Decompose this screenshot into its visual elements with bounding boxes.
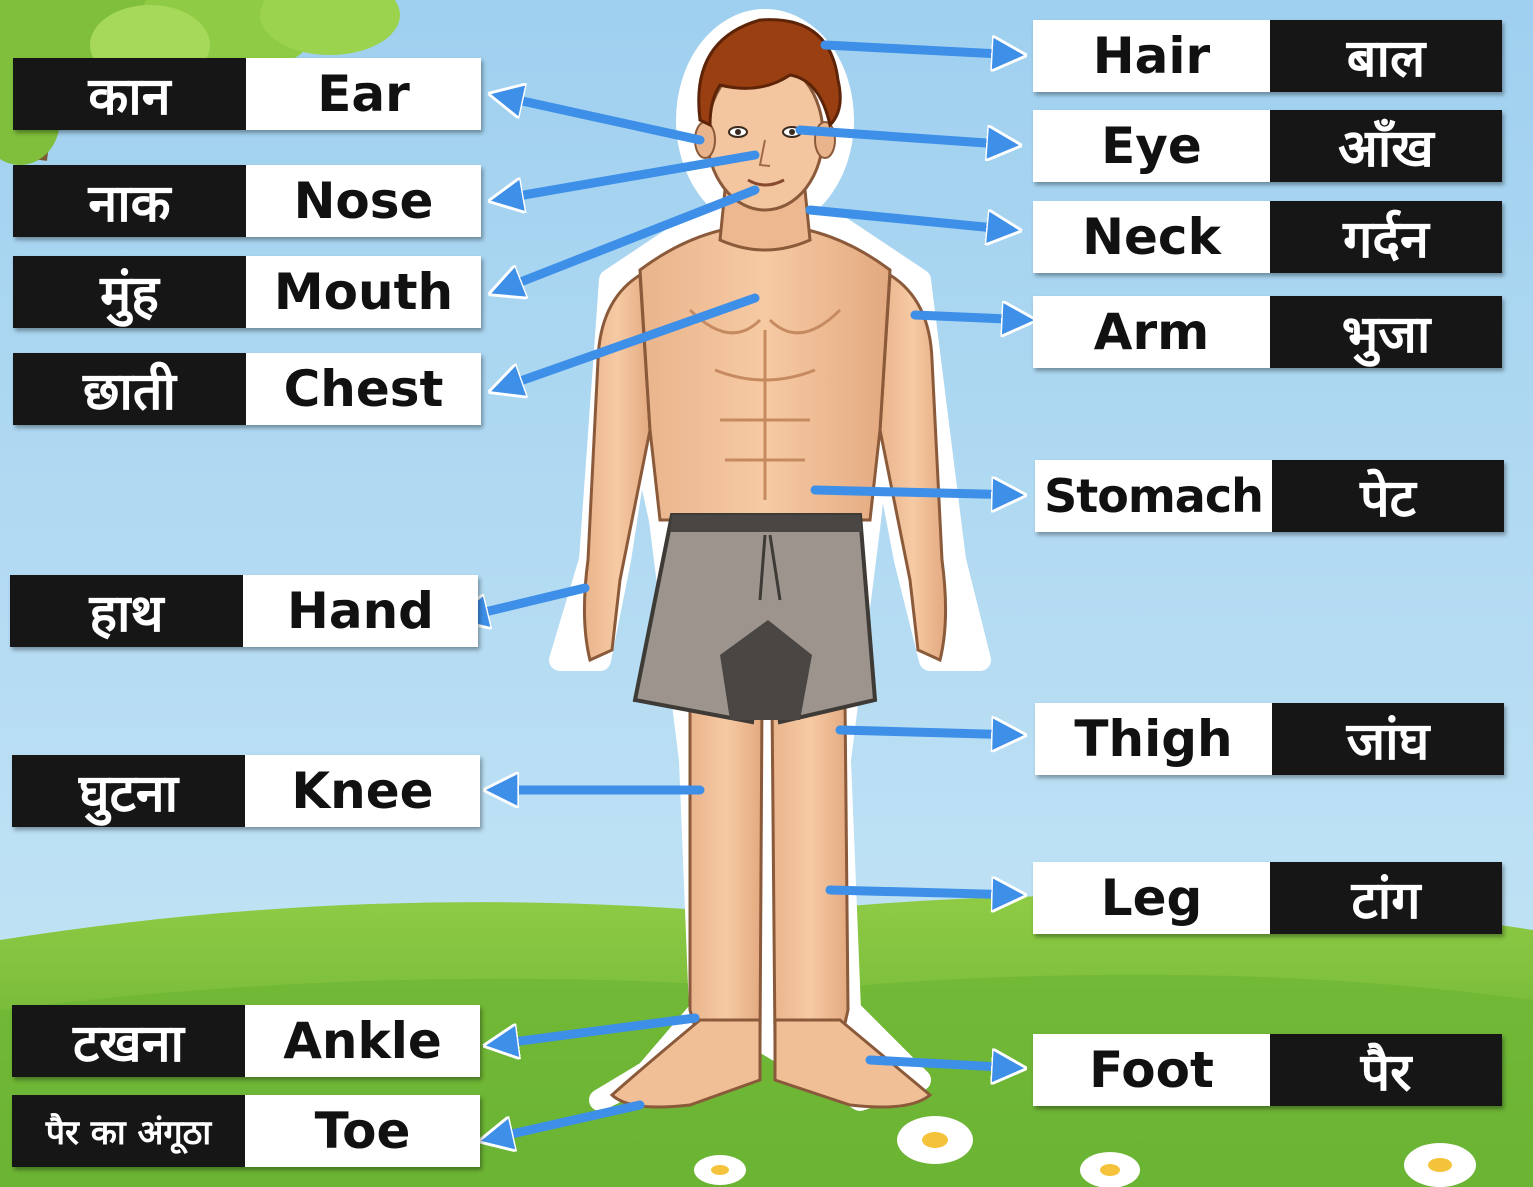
hindi-word: आँख [1270, 110, 1502, 182]
label-nose: नाक Nose [13, 165, 481, 237]
hindi-word: नाक [13, 165, 246, 237]
english-word: Hand [243, 575, 478, 647]
english-word: Mouth [246, 256, 481, 328]
english-word: Chest [246, 353, 481, 425]
hindi-word: पैर का अंगूठा [12, 1095, 245, 1167]
english-word: Nose [246, 165, 481, 237]
english-word: Ankle [245, 1005, 480, 1077]
english-word: Stomach [1035, 460, 1272, 532]
hindi-word: पैर [1270, 1034, 1502, 1106]
label-thigh: Thigh जांघ [1035, 703, 1504, 775]
hindi-word: जांघ [1272, 703, 1504, 775]
english-word: Eye [1033, 110, 1270, 182]
label-leg: Leg टांग [1033, 862, 1502, 934]
label-toe: पैर का अंगूठा Toe [12, 1095, 480, 1167]
english-word: Knee [245, 755, 480, 827]
hindi-word: कान [13, 58, 246, 130]
english-word: Hair [1033, 20, 1270, 92]
label-chest: छाती Chest [13, 353, 481, 425]
english-word: Thigh [1035, 703, 1272, 775]
arrow-thigh [840, 730, 1020, 735]
hindi-word: भुजा [1270, 296, 1502, 368]
english-word: Leg [1033, 862, 1270, 934]
label-hair: Hair बाल [1033, 20, 1502, 92]
arrow-stomach [815, 490, 1020, 495]
hindi-word: मुंह [13, 256, 246, 328]
label-foot: Foot पैर [1033, 1034, 1502, 1106]
hindi-word: घुटना [12, 755, 245, 827]
hindi-word: पेट [1272, 460, 1504, 532]
arrow-leg [830, 890, 1020, 895]
english-word: Ear [246, 58, 481, 130]
label-eye: Eye आँख [1033, 110, 1502, 182]
label-mouth: मुंह Mouth [13, 256, 481, 328]
label-ear: कान Ear [13, 58, 481, 130]
hindi-word: गर्दन [1270, 201, 1502, 273]
label-hand: हाथ Hand [10, 575, 478, 647]
label-knee: घुटना Knee [12, 755, 480, 827]
label-arm: Arm भुजा [1033, 296, 1502, 368]
hindi-word: हाथ [10, 575, 243, 647]
english-word: Toe [245, 1095, 480, 1167]
hindi-word: टांग [1270, 862, 1502, 934]
hindi-word: बाल [1270, 20, 1502, 92]
hindi-word: छाती [13, 353, 246, 425]
label-stomach: Stomach पेट [1035, 460, 1504, 532]
hindi-word: टखना [12, 1005, 245, 1077]
label-neck: Neck गर्दन [1033, 201, 1502, 273]
label-ankle: टखना Ankle [12, 1005, 480, 1077]
english-word: Foot [1033, 1034, 1270, 1106]
english-word: Neck [1033, 201, 1270, 273]
english-word: Arm [1033, 296, 1270, 368]
arrow-arm [915, 315, 1030, 320]
